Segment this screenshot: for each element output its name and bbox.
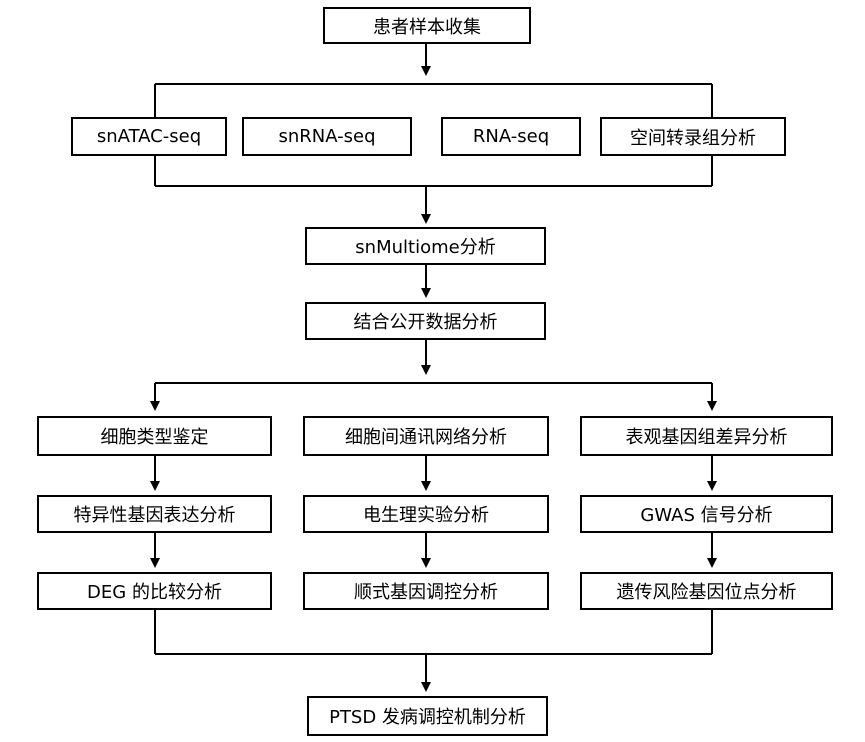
node-cell-type-identification: 细胞类型鉴定 xyxy=(37,416,272,456)
node-snatac-seq: snATAC-seq xyxy=(71,117,227,156)
node-cell-communication-network: 细胞间通讯网络分析 xyxy=(303,416,549,456)
node-specific-gene-expression: 特异性基因表达分析 xyxy=(37,495,272,533)
node-electrophysiology-experiment: 电生理实验分析 xyxy=(303,495,549,533)
node-genetic-risk-loci: 遗传风险基因位点分析 xyxy=(580,572,833,610)
node-snrna-seq: snRNA-seq xyxy=(242,117,412,156)
node-ptsd-mechanism-analysis: PTSD 发病调控机制分析 xyxy=(307,696,548,736)
node-cis-regulation-analysis: 顺式基因调控分析 xyxy=(303,572,549,610)
node-epigenome-difference: 表观基因组差异分析 xyxy=(580,416,833,456)
node-public-data-analysis: 结合公开数据分析 xyxy=(305,302,546,340)
node-patient-sample-collection: 患者样本收集 xyxy=(323,7,531,44)
node-deg-comparison: DEG 的比较分析 xyxy=(37,572,272,610)
node-spatial-transcriptomics: 空间转录组分析 xyxy=(600,117,786,156)
node-gwas-signal-analysis: GWAS 信号分析 xyxy=(580,495,833,533)
node-rna-seq: RNA-seq xyxy=(441,117,581,156)
node-snmultiome-analysis: snMultiome分析 xyxy=(305,227,546,265)
